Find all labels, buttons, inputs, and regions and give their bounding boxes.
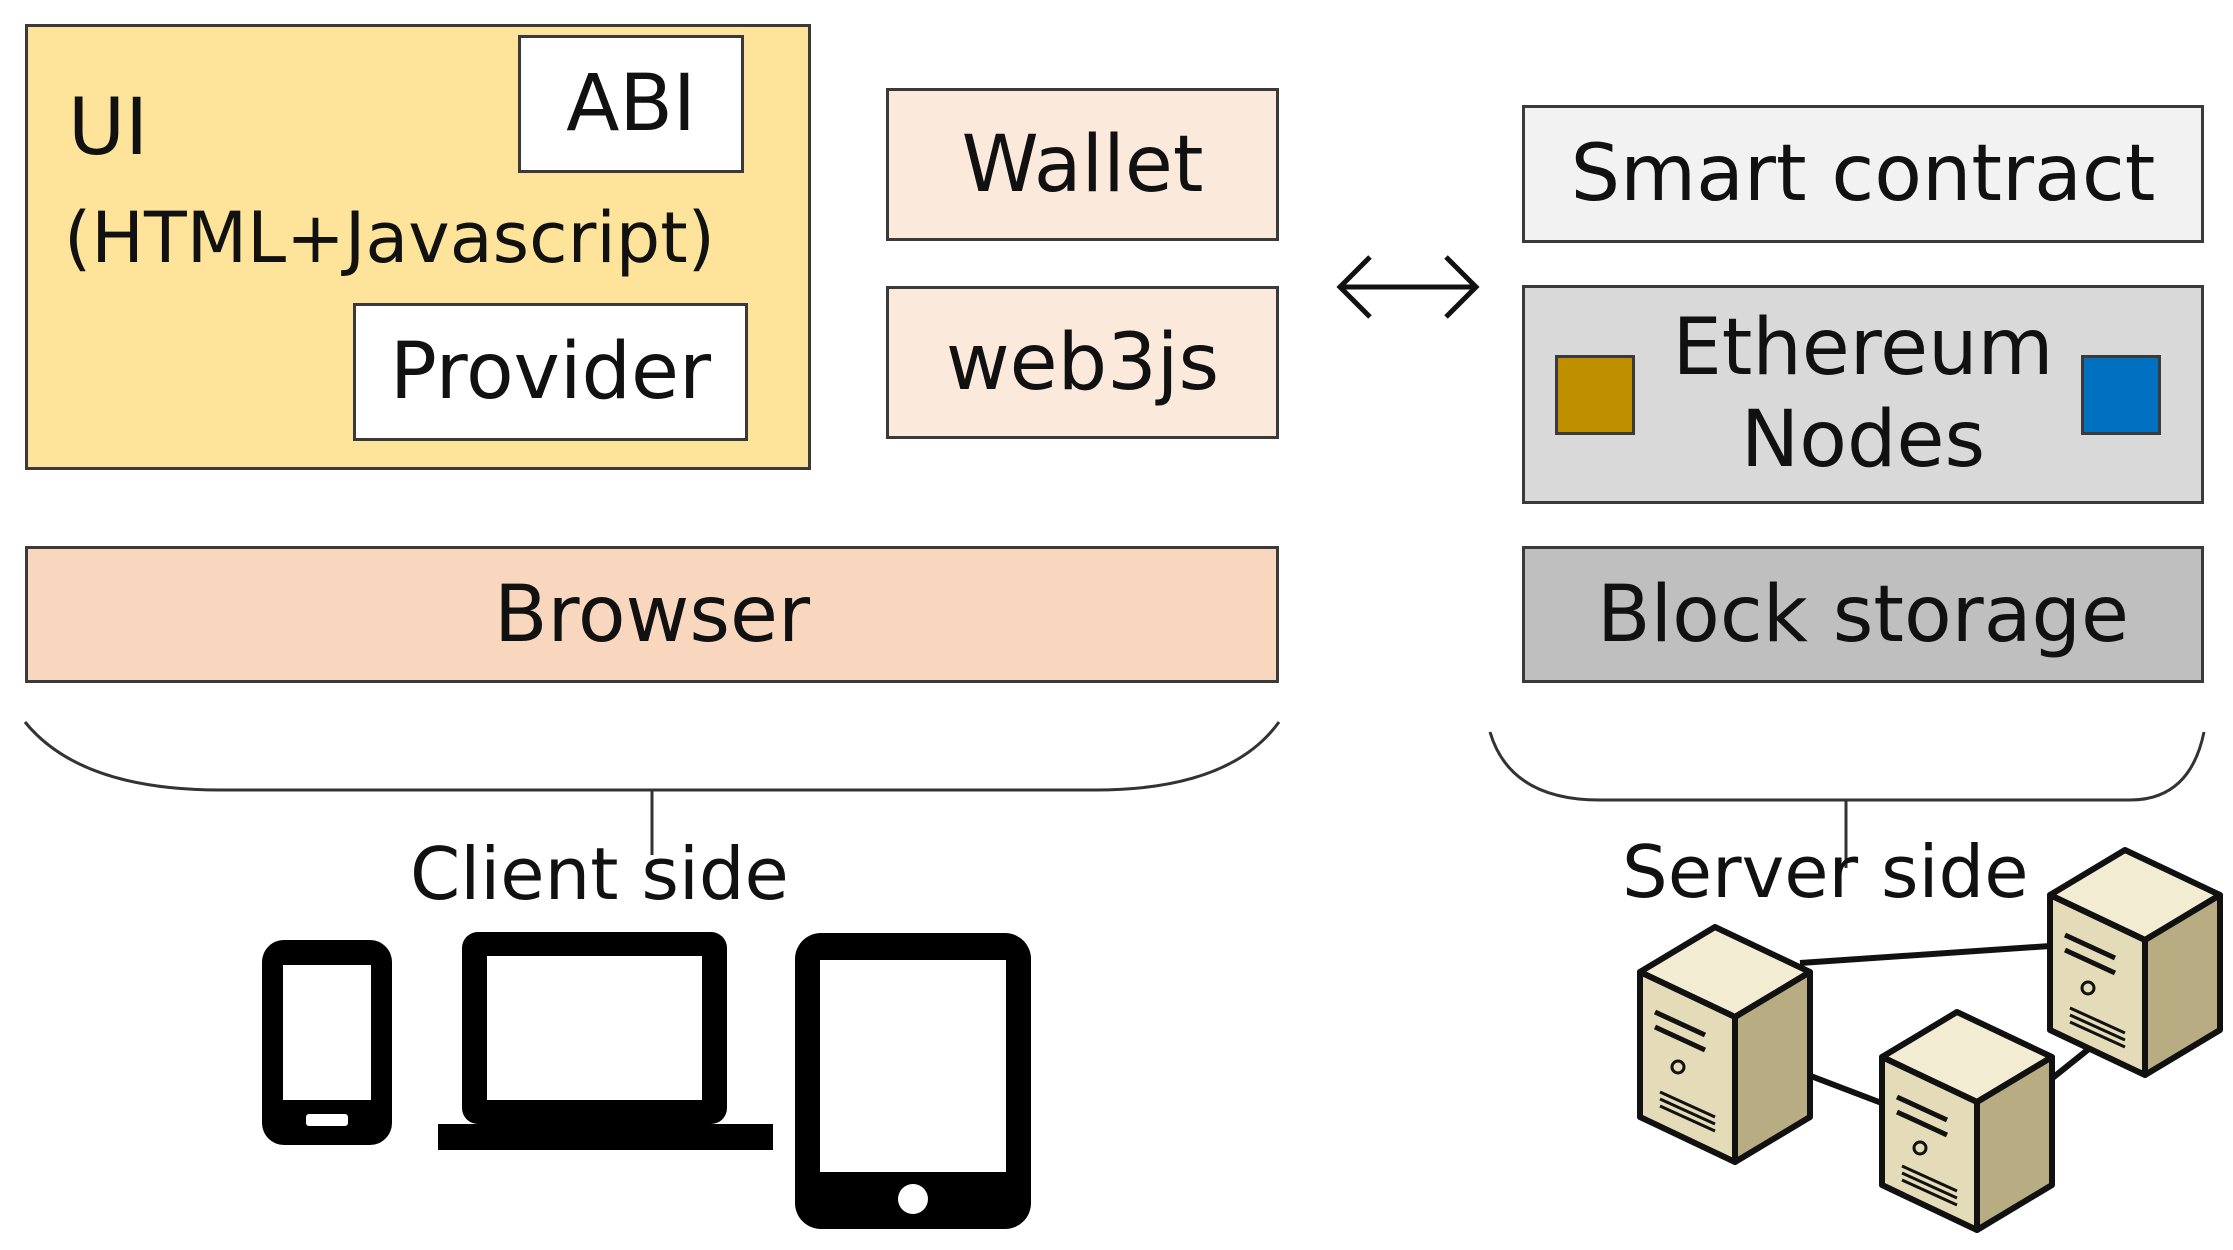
provider-label: Provider xyxy=(389,327,712,417)
bidirectional-arrow-icon xyxy=(1336,255,1480,319)
browser-label: Browser xyxy=(493,569,811,660)
tablet-icon xyxy=(795,933,1031,1229)
server-icon xyxy=(2047,847,2223,1078)
server-icon xyxy=(1637,924,1813,1165)
ethereum-nodes-line2: Nodes xyxy=(1740,394,1986,485)
server-side-label: Server side xyxy=(1622,830,2029,914)
ui-title: UI xyxy=(68,83,149,173)
server-icon xyxy=(1879,1009,2055,1233)
laptop-icon xyxy=(438,932,773,1150)
web3js-box: web3js xyxy=(886,286,1279,439)
abi-label: ABI xyxy=(566,59,696,149)
smart-contract-label: Smart contract xyxy=(1570,129,2156,219)
smart-contract-box: Smart contract xyxy=(1522,105,2204,243)
blue-node-square xyxy=(2081,355,2161,435)
web3js-label: web3js xyxy=(945,317,1220,408)
abi-box: ABI xyxy=(518,35,744,173)
block-storage-label: Block storage xyxy=(1596,569,2130,660)
browser-box: Browser xyxy=(25,546,1279,683)
wallet-box: Wallet xyxy=(886,88,1279,241)
client-side-label: Client side xyxy=(410,832,789,916)
smartphone-icon xyxy=(262,940,392,1145)
ethereum-nodes-line1: Ethereum xyxy=(1672,303,2054,394)
client-brace xyxy=(23,721,1281,792)
gold-node-square xyxy=(1555,355,1635,435)
provider-box: Provider xyxy=(353,303,748,441)
ethereum-nodes-label: Ethereum Nodes xyxy=(1522,285,2204,504)
server-brace xyxy=(1488,731,2206,802)
block-storage-box: Block storage xyxy=(1522,546,2204,683)
ui-subtitle: (HTML+Javascript) xyxy=(64,197,715,279)
wallet-label: Wallet xyxy=(961,119,1204,210)
